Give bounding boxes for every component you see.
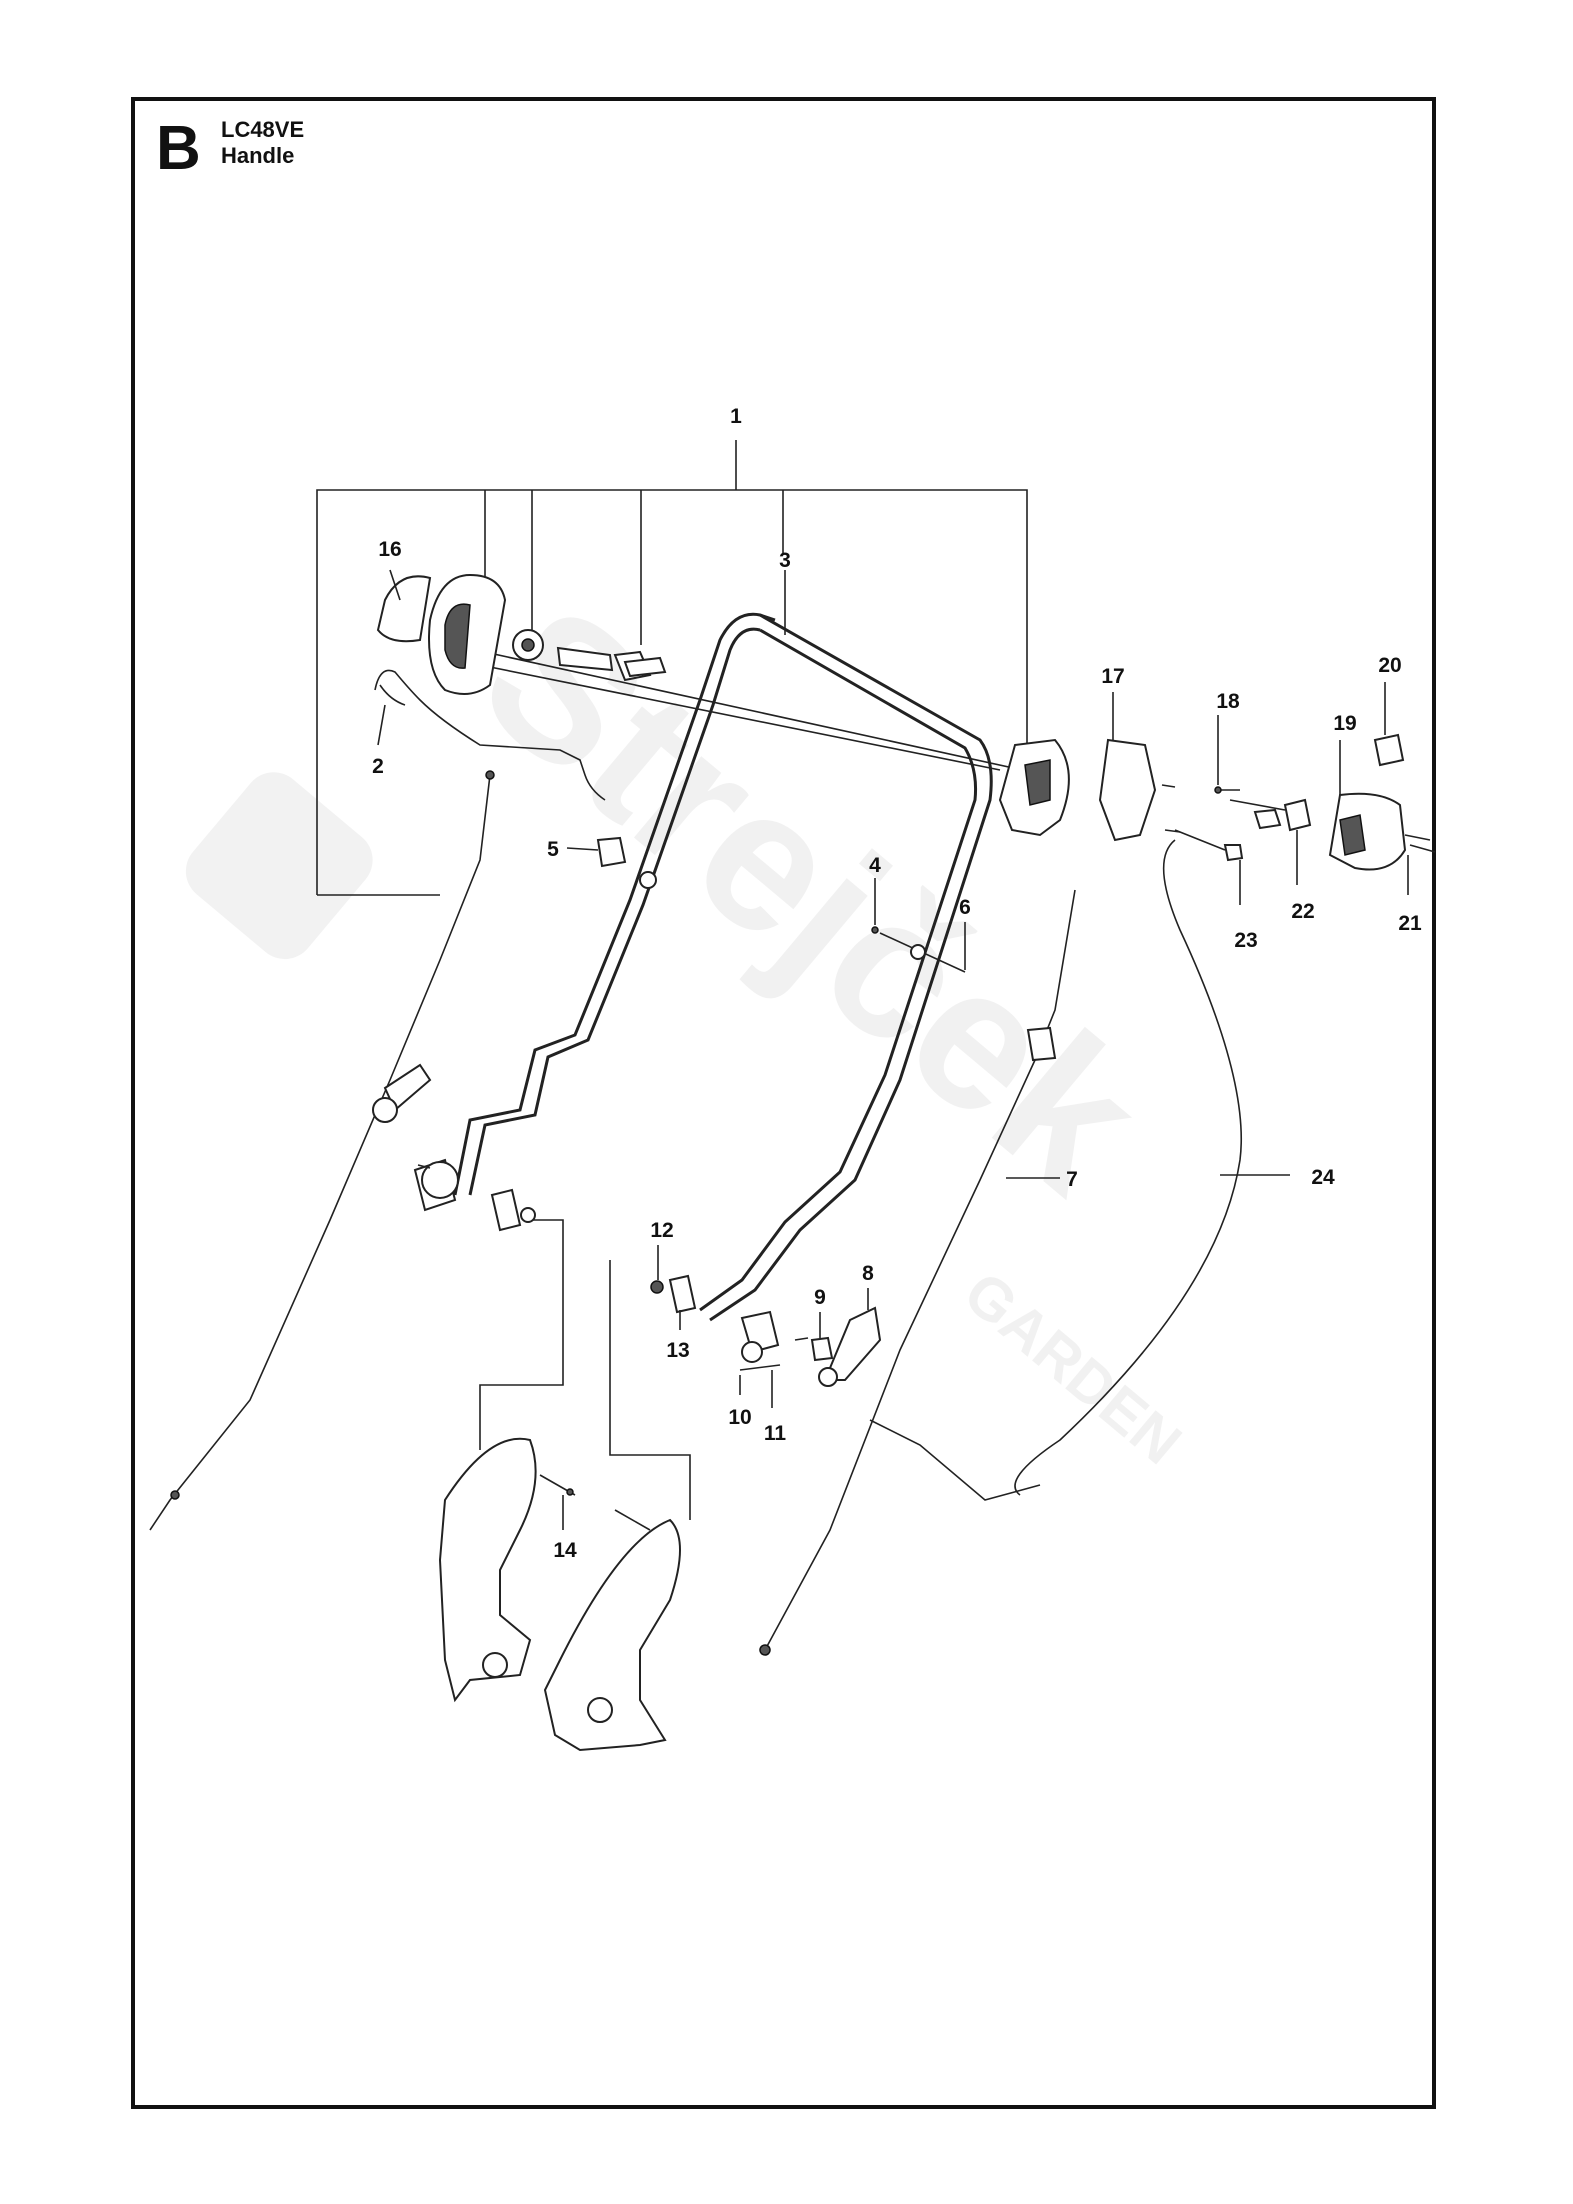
callout-9: 9 (814, 1286, 826, 1309)
right-hub-plate (543, 1509, 681, 1752)
callout-5: 5 (547, 838, 559, 861)
callout-17: 17 (1101, 665, 1124, 688)
callout-12: 12 (650, 1219, 673, 1242)
bracket-item-14 (479, 1219, 691, 1520)
callout-2: 2 (372, 755, 384, 778)
callout-16: 16 (378, 538, 401, 561)
callout-13: 13 (666, 1339, 689, 1362)
callout-7: 7 (1066, 1168, 1078, 1191)
screws-18 (1161, 784, 1240, 833)
callout-14: 14 (553, 1539, 577, 1562)
callout-23: 23 (1234, 929, 1257, 952)
cable-24 (869, 839, 1243, 1501)
watermark-tagline: GARDEN (952, 1259, 1194, 1477)
handle-bar (429, 612, 1046, 1322)
callout-3: 3 (779, 549, 791, 572)
diagram-frame (131, 97, 1436, 2109)
left-hub-plate (438, 1437, 576, 1703)
screw-4-6 (871, 926, 966, 973)
callout-4: 4 (869, 854, 881, 877)
right-hinge-assembly (650, 1274, 882, 1387)
model-name: LC48VE (221, 117, 305, 142)
diagram-subtitle: Handle (221, 143, 295, 168)
callout-21: 21 (1398, 912, 1422, 935)
callout-19: 19 (1333, 712, 1356, 735)
control-box-left (998, 738, 1157, 842)
watermark-brand: Strejček (442, 562, 1182, 1234)
lever-parts (556, 646, 667, 682)
bracket-item-1 (316, 440, 1028, 896)
left-grip-cover (376, 573, 507, 695)
screws-21 (1404, 834, 1436, 853)
bail-cable (149, 770, 495, 1531)
leader-lines (377, 569, 1409, 1530)
left-hinge-assembly (372, 1063, 536, 1232)
callout-8: 8 (862, 1262, 874, 1285)
callout-20: 20 (1378, 654, 1401, 677)
switch-box (1328, 733, 1407, 871)
callout-18: 18 (1216, 690, 1240, 713)
callout-11: 11 (764, 1422, 787, 1445)
cable-7 (759, 889, 1076, 1656)
callout-22: 22 (1291, 900, 1314, 923)
callout-10: 10 (728, 1406, 751, 1429)
callout-6: 6 (959, 896, 971, 919)
section-letter: B (156, 114, 201, 183)
callout-1: 1 (730, 405, 742, 428)
callout-24: 24 (1311, 1166, 1335, 1189)
gear-part (512, 629, 544, 661)
switch-parts (1174, 798, 1312, 862)
bail-lever (374, 669, 606, 801)
callouts: 1 2 3 4 5 6 7 8 9 10 11 12 13 14 16 17 1… (372, 405, 1422, 1562)
watermark-logo (185, 772, 373, 960)
clip-5 (596, 836, 657, 889)
